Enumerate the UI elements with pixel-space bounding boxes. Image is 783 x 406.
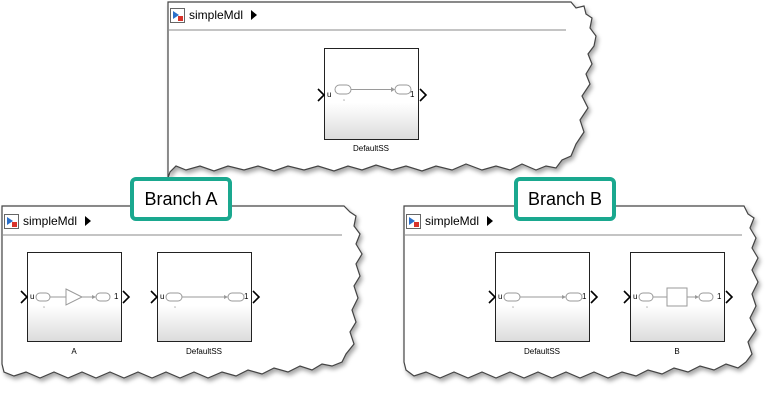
svg-text:u: u [343,97,345,102]
in-port-label: u [160,292,165,301]
subsystem-block-b[interactable]: u [630,252,725,342]
input-port-chevron [317,88,326,102]
svg-text:u: u [646,304,648,309]
svg-text:u: u [174,304,176,309]
branch-b-model-canvas: simpleMdl u u 1 DefaultSS u u 1 B [402,204,772,394]
subsystem-block-a[interactable]: u [27,252,122,342]
breadcrumb[interactable]: simpleMdl [170,5,258,25]
output-port-chevron [252,290,261,304]
model-name[interactable]: simpleMdl [425,214,480,228]
subsystem-block-defaultss[interactable]: u [157,252,252,342]
triangle-right-icon[interactable] [487,216,494,226]
model-name[interactable]: simpleMdl [189,8,244,22]
triangle-right-icon[interactable] [85,216,92,226]
svg-text:u: u [512,304,514,309]
simulink-model-icon [406,213,421,229]
branch-b-callout: Branch B [514,177,616,221]
out-port-label: 1 [410,90,415,99]
in-port-label: u [30,292,35,301]
block-label: DefaultSS [185,347,223,356]
block-label: B [674,347,680,356]
block-label: DefaultSS [523,347,561,356]
model-name[interactable]: simpleMdl [23,214,78,228]
block-label: A [71,347,77,356]
subsystem-block-defaultss[interactable]: u [324,48,419,140]
in-port-label: u [633,292,638,301]
branch-a-model-canvas: simpleMdl u u 1 A u u 1 DefaultSS [0,204,370,394]
input-port-chevron [150,290,159,304]
top-model-canvas: simpleMdl u u 1 DefaultSS [166,0,606,182]
out-port-label: 1 [244,292,249,301]
input-port-chevron [488,290,497,304]
subsystem-block-defaultss[interactable]: u [495,252,590,342]
input-port-chevron [623,290,632,304]
output-port-chevron [590,290,599,304]
in-port-label: u [498,292,503,301]
triangle-right-icon[interactable] [251,10,258,20]
in-port-label: u [327,90,332,99]
branch-a-callout: Branch A [130,177,232,221]
simulink-model-icon [170,7,185,23]
simulink-model-icon [4,213,19,229]
output-port-chevron [725,290,734,304]
breadcrumb[interactable]: simpleMdl [406,211,494,231]
output-port-chevron [122,290,131,304]
out-port-label: 1 [582,292,587,301]
svg-text:u: u [43,304,45,309]
out-port-label: 1 [717,292,722,301]
output-port-chevron [419,88,428,102]
breadcrumb[interactable]: simpleMdl [4,211,92,231]
block-label: DefaultSS [352,144,390,153]
out-port-label: 1 [114,292,119,301]
input-port-chevron [20,290,29,304]
